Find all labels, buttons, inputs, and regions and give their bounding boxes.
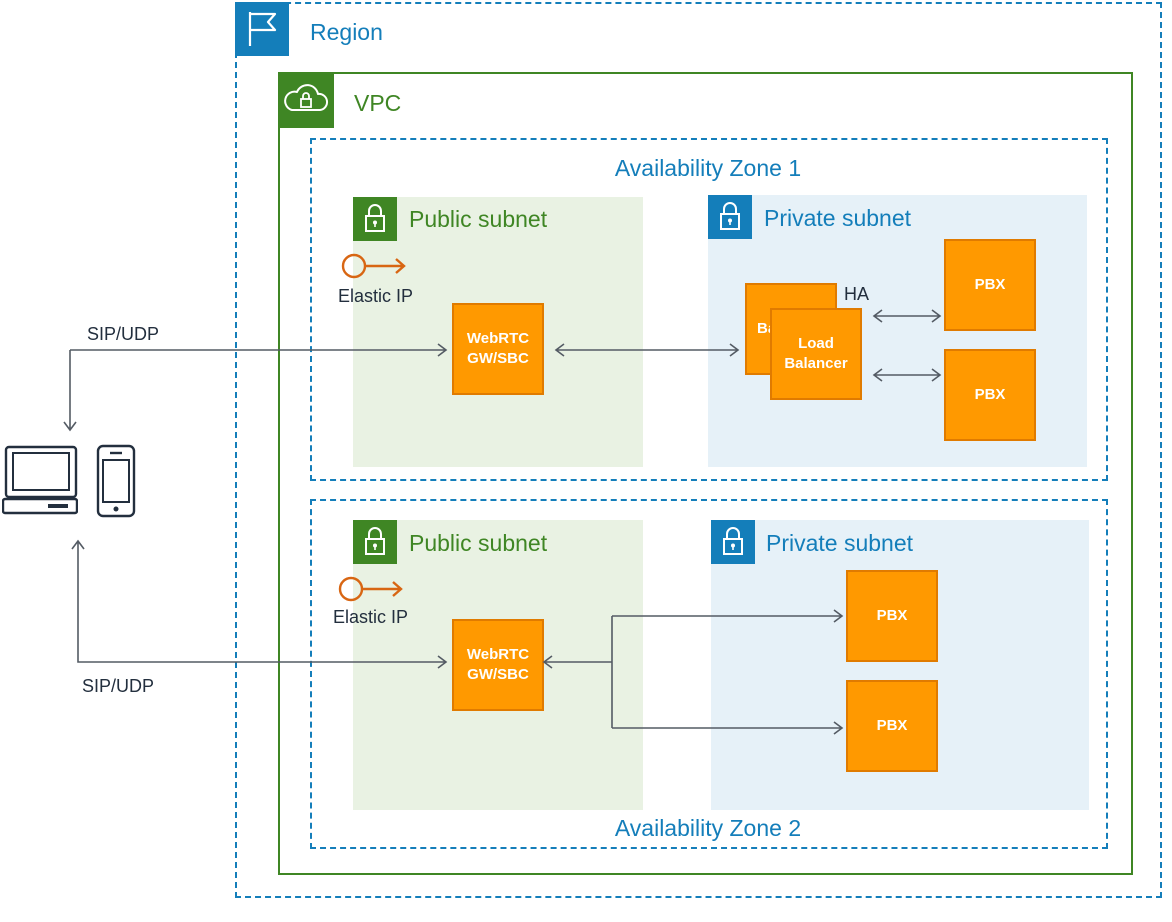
az2-webrtc-gateway-label: WebRTC GW/SBC <box>466 646 530 683</box>
mobile-phone-icon <box>96 444 136 523</box>
az1-pbx-1-label: PBX <box>974 276 1006 293</box>
laptop-icon <box>1 444 79 521</box>
region-boundary <box>235 2 1162 898</box>
availability-zone-2 <box>310 499 1108 849</box>
az1-load-balancer-to-pbx2-connector <box>872 368 942 382</box>
sip-udp-bottom-label: SIP/UDP <box>82 676 155 696</box>
az2-public-subnet-label: Public subnet <box>409 530 548 556</box>
az1-pbx-2-label: PBX <box>974 386 1006 403</box>
az1-public-subnet-label: Public subnet <box>409 206 548 232</box>
az2-gateway-to-pbx-connector <box>542 609 844 735</box>
az2-public-subnet-lock-icon <box>353 520 397 564</box>
az2-elastic-ip-label: Elastic IP <box>333 607 409 627</box>
az1-load-balancer: Load Balancer <box>770 308 862 400</box>
sip-udp-top-label: SIP/UDP <box>87 324 160 344</box>
az1-load-balancer-label: Load Balancer <box>784 335 848 372</box>
vpc-label: VPC <box>354 90 402 116</box>
az2-pbx-2: PBX <box>846 680 938 772</box>
region-label: Region <box>310 19 383 45</box>
az1-webrtc-gateway: WebRTC GW/SBC <box>452 303 544 395</box>
az2-private-subnet-label: Private subnet <box>766 530 914 556</box>
az1-elastic-ip-icon <box>340 252 410 285</box>
az1-pbx-1: PBX <box>944 239 1036 331</box>
availability-zone-1 <box>310 138 1108 481</box>
availability-zone-1-label: Availability Zone 1 <box>614 155 802 181</box>
az1-webrtc-gateway-label: WebRTC GW/SBC <box>466 330 530 367</box>
az2-private-subnet-lock-icon <box>711 520 755 564</box>
availability-zone-2-label: Availability Zone 2 <box>614 815 802 841</box>
az1-pbx-2: PBX <box>944 349 1036 441</box>
az1-ha-label: HA <box>844 284 870 304</box>
az2-webrtc-gateway: WebRTC GW/SBC <box>452 619 544 711</box>
az1-elastic-ip-label: Elastic IP <box>338 286 414 306</box>
vpc-cloud-lock-icon <box>278 72 334 128</box>
az2-elastic-ip-icon <box>337 575 407 608</box>
region-flag-icon <box>235 2 289 56</box>
client-to-az2-gateway-connector <box>71 539 448 669</box>
az2-pbx-1: PBX <box>846 570 938 662</box>
az1-private-subnet-lock-icon <box>708 195 752 239</box>
vpc-boundary <box>278 72 1133 875</box>
az1-gateway-to-load-balancer-connector <box>554 343 740 357</box>
az2-pbx-2-label: PBX <box>876 717 908 734</box>
az1-public-subnet-lock-icon <box>353 197 397 241</box>
az1-private-subnet-label: Private subnet <box>764 205 912 231</box>
az2-pbx-1-label: PBX <box>876 607 908 624</box>
az1-load-balancer-to-pbx1-connector <box>872 309 942 323</box>
client-to-az1-gateway-connector <box>63 343 448 432</box>
